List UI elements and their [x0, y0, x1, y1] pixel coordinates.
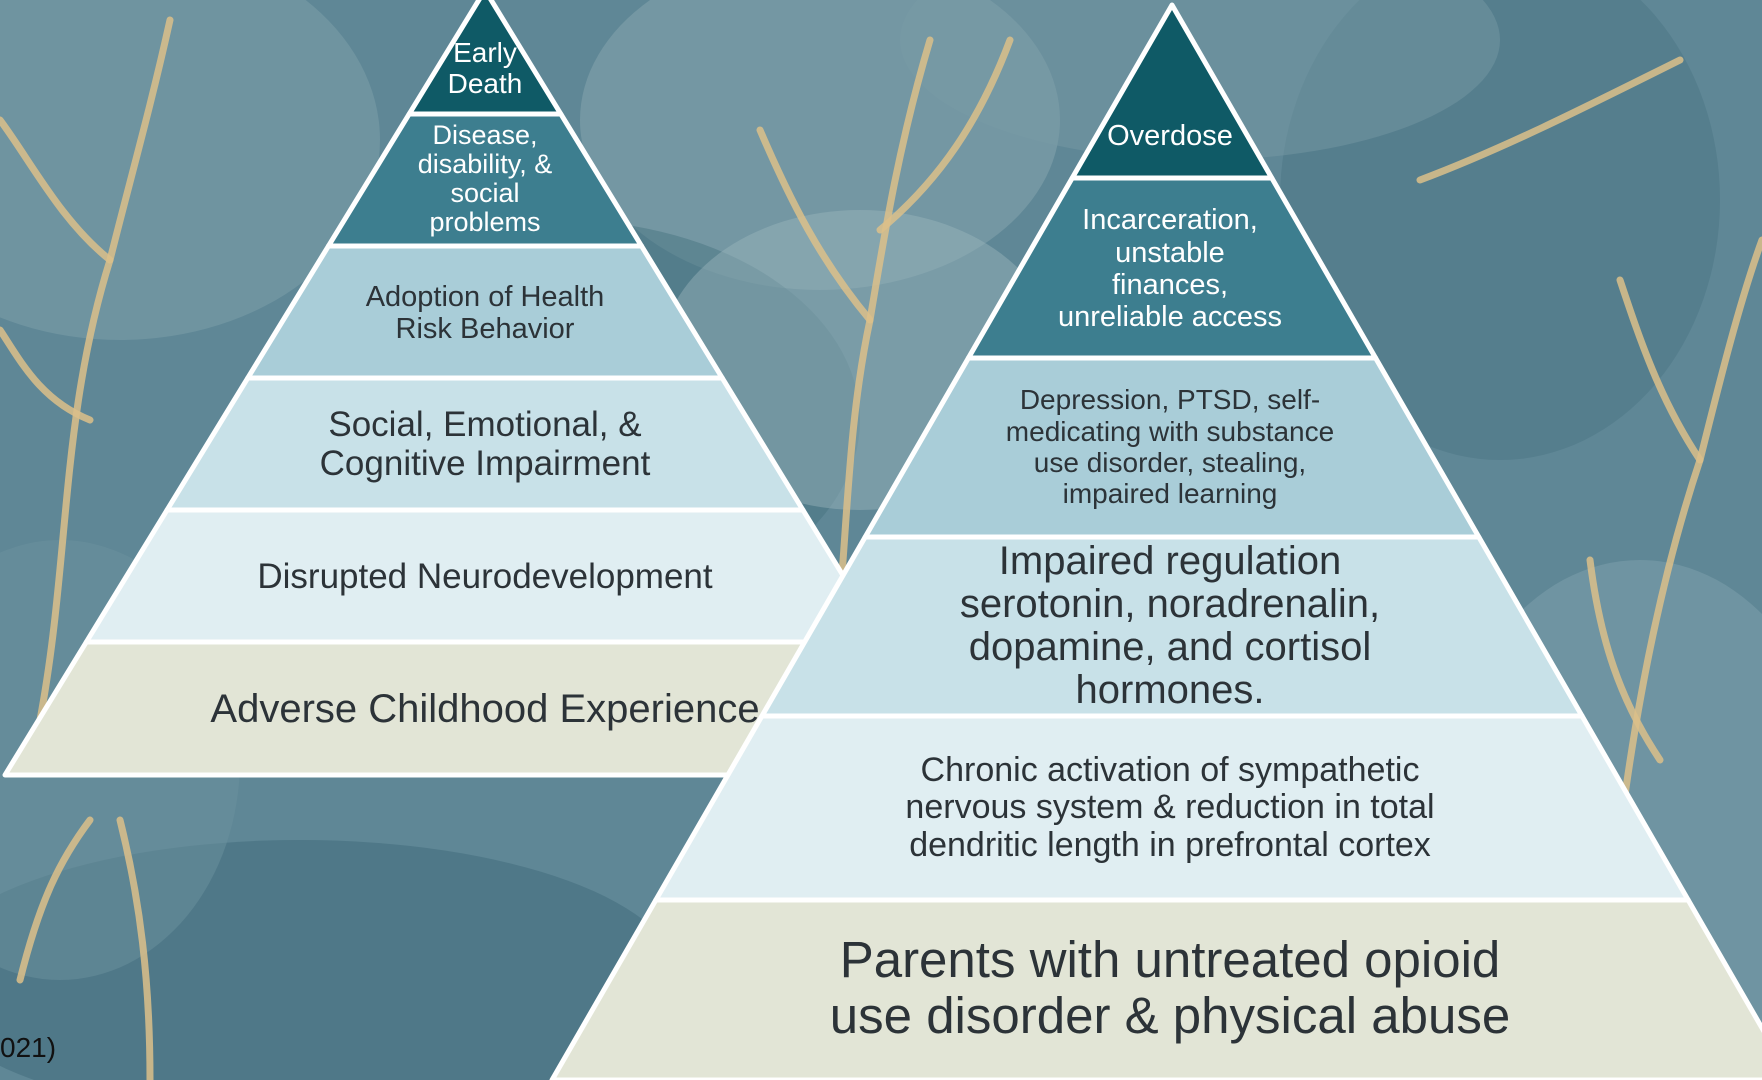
right-tier-2-band — [965, 175, 1379, 361]
background-branch — [0, 116, 114, 264]
left-tier-4-band — [164, 375, 806, 513]
right-tier-6-band — [549, 897, 1762, 1080]
left-tier-5-band — [83, 507, 887, 645]
background-branch — [1586, 556, 1664, 764]
background-branch — [116, 816, 154, 1080]
left-tier-3-band — [245, 243, 725, 381]
left-tier-2-band — [325, 111, 645, 249]
left-tier-1-band — [406, 0, 564, 117]
background-blob — [1280, 0, 1720, 460]
right-tier-5-band — [653, 713, 1691, 903]
background-branch — [756, 126, 874, 324]
right-tier-1-band — [1069, 2, 1275, 181]
background-blob — [580, 0, 1060, 290]
background-branch — [1416, 56, 1684, 184]
right-tier-3-band — [862, 355, 1482, 540]
citation-fragment: 021) — [0, 1032, 57, 1063]
background-branch — [876, 36, 1014, 234]
background-branch — [36, 16, 174, 724]
background-branch — [1616, 276, 1704, 464]
right-pyramid — [549, 2, 1762, 1080]
background-branch — [16, 816, 94, 984]
right-tier-4-band — [759, 534, 1585, 719]
background-branch — [0, 326, 94, 424]
background-blob — [0, 0, 380, 340]
